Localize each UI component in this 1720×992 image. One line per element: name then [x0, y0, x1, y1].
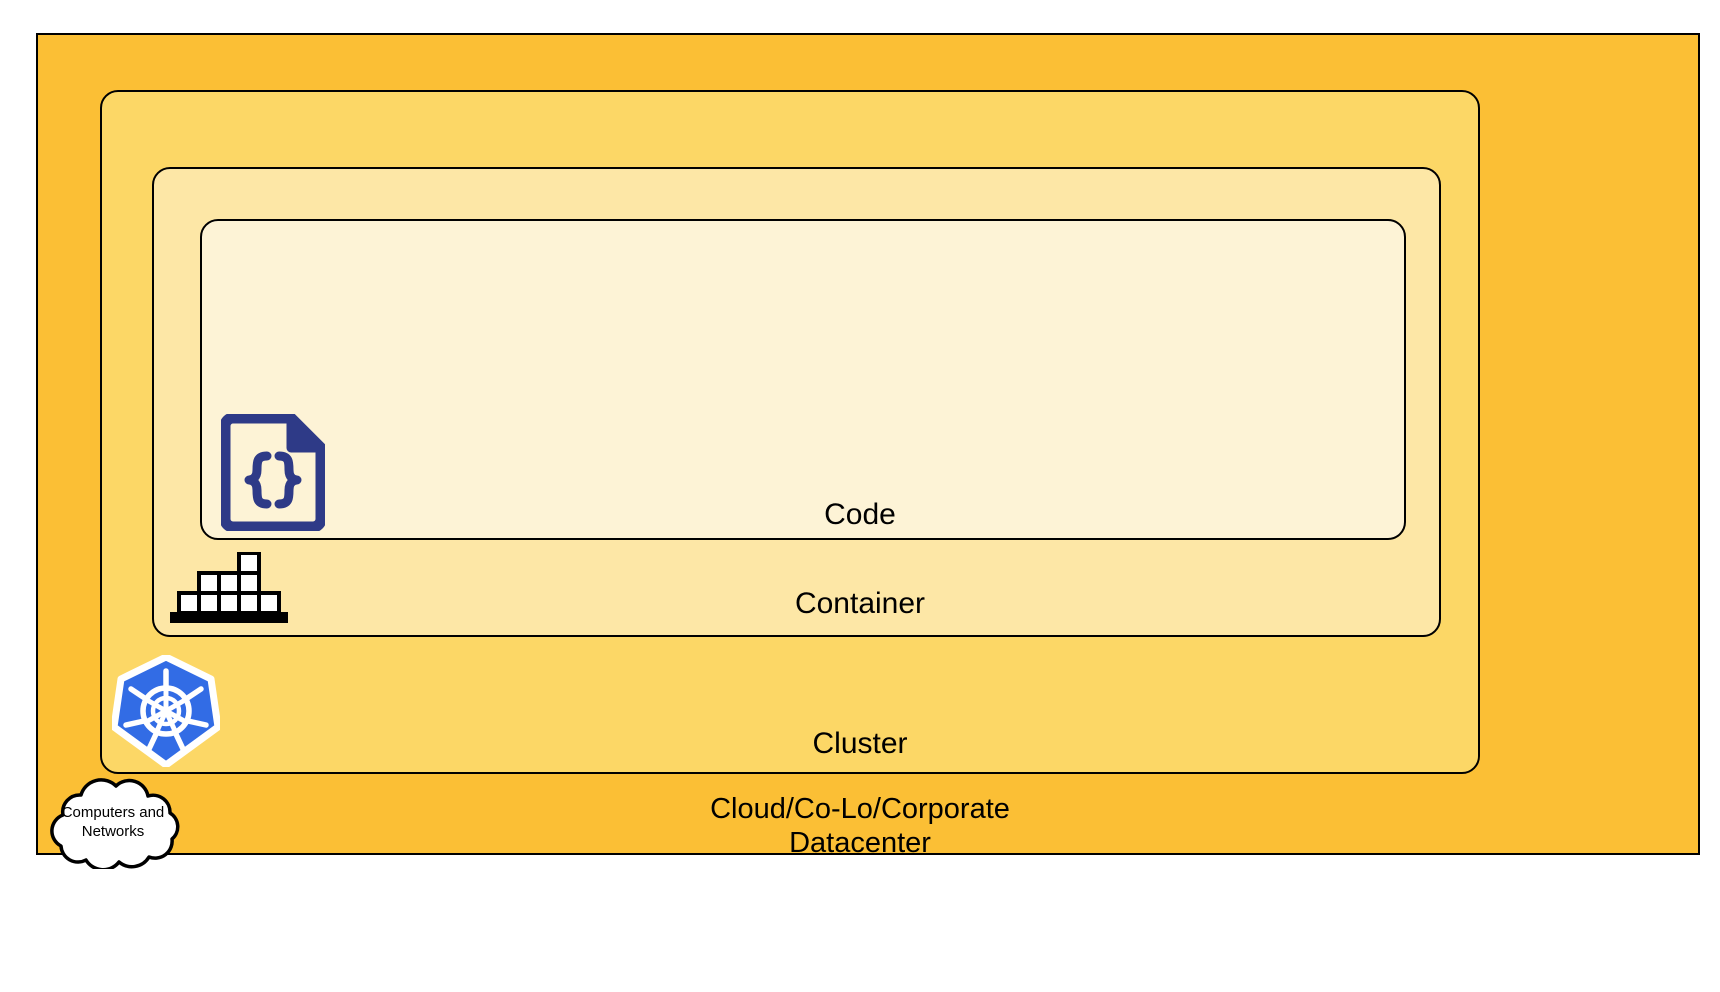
- cloud-shape-icon: [50, 778, 180, 872]
- layer-label-cluster: Cluster: [812, 727, 908, 760]
- container-blocks-icon: [170, 551, 288, 624]
- layer-label-container: Container: [794, 587, 926, 620]
- kubernetes-helm-icon: [110, 653, 222, 769]
- code-document-icon: [219, 412, 327, 533]
- layer-label-datacenter: Cloud/Co-Lo/Corporate Datacenter: [710, 793, 1010, 860]
- layer-label-code: Code: [824, 498, 896, 531]
- layer-code[interactable]: [200, 219, 1406, 540]
- computers-and-networks-cloud[interactable]: Computers and Networks: [33, 777, 193, 872]
